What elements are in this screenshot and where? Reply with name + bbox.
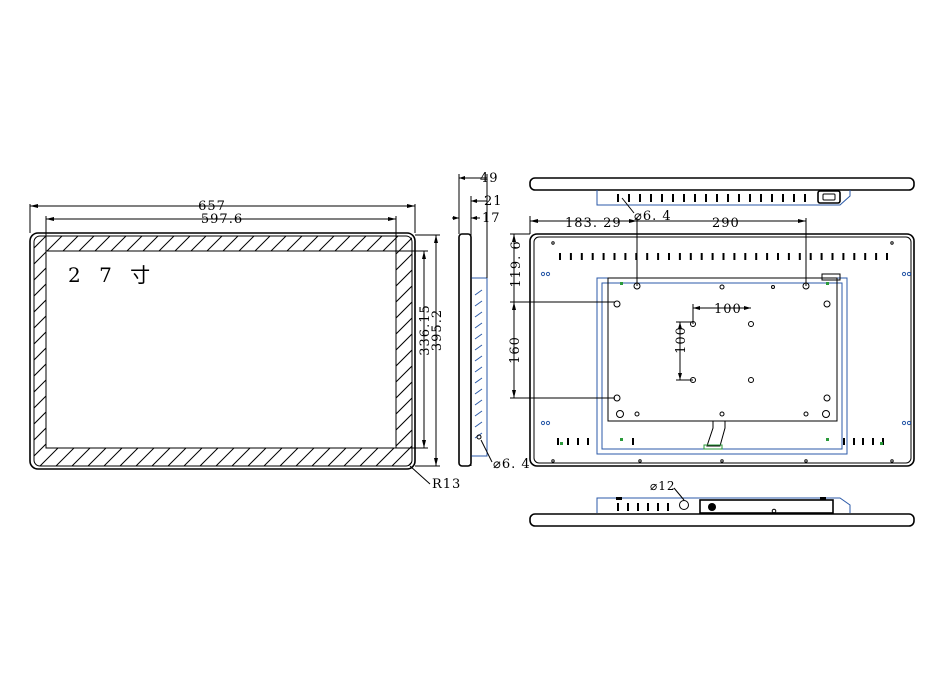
bottom-power-button <box>708 503 716 511</box>
power-socket <box>817 190 841 204</box>
rear-tab <box>821 273 841 281</box>
rear-outer-frame <box>529 233 915 467</box>
bottom-view: ⌀12 <box>529 479 915 527</box>
side-front-panel <box>458 233 472 467</box>
bottom-edge-housing <box>596 497 851 513</box>
dim-offset-x: 183. 29 <box>565 216 622 231</box>
bottom-edge-bezel <box>529 513 915 527</box>
rear-view: 183. 29 290 ⌀6. 4 119. 6 160 100 10 <box>508 197 915 467</box>
dim-side-hole: ⌀6. 4 <box>493 457 531 472</box>
mounting-plate <box>607 277 838 422</box>
power-socket-inner <box>822 193 836 201</box>
screen-area <box>45 250 397 449</box>
size-label: 2 7 寸 <box>68 263 156 287</box>
rear-mount-holes <box>551 241 894 463</box>
dim-height-screen: 336.15 <box>418 304 433 356</box>
dim-height-outer: 395.2 <box>430 309 445 351</box>
dim-depth-front: 17 <box>482 211 501 226</box>
dim-depth-total: 49 <box>480 171 499 186</box>
top-view <box>529 177 915 206</box>
rear-inner-frame <box>533 236 912 464</box>
dim-depth-mid: 21 <box>484 194 503 209</box>
bottom-port-panel <box>699 499 834 514</box>
dim-top-hole: ⌀6. 4 <box>634 209 672 224</box>
bottom-small-hole <box>771 508 777 514</box>
dim-vesa-x: 100 <box>714 302 742 317</box>
top-edge-bezel <box>529 177 915 191</box>
dim-hole-span-y: 160 <box>508 336 523 364</box>
dim-vesa-y: 100 <box>674 326 689 354</box>
rear-side-markers <box>540 271 912 426</box>
bracket <box>706 421 726 447</box>
bracket-base <box>703 444 723 450</box>
side-back-housing <box>470 277 488 457</box>
rear-vent-slots <box>557 253 888 445</box>
front-outer-frame <box>29 232 416 470</box>
dim-corner-radius: R13 <box>432 477 461 492</box>
dim-offset-y: 119. 6 <box>509 240 524 287</box>
side-view: 49 21 17 ⌀6. 4 <box>452 171 531 472</box>
front-inner-frame <box>33 235 413 467</box>
dim-width-screen: 597.6 <box>201 212 243 227</box>
dim-hole-span-x: 290 <box>712 216 740 231</box>
front-view: 2 7 寸 657 597.6 336.15 395.2 R13 <box>29 199 461 492</box>
top-vent-slots <box>617 194 806 202</box>
top-edge-housing <box>596 190 851 206</box>
bottom-vent-slots <box>617 503 669 511</box>
side-hole <box>476 434 482 440</box>
dim-width-outer: 657 <box>198 199 226 214</box>
side-vent-marks <box>474 289 483 439</box>
dim-bottom-hole: ⌀12 <box>650 479 676 493</box>
bottom-round-port <box>679 500 689 510</box>
